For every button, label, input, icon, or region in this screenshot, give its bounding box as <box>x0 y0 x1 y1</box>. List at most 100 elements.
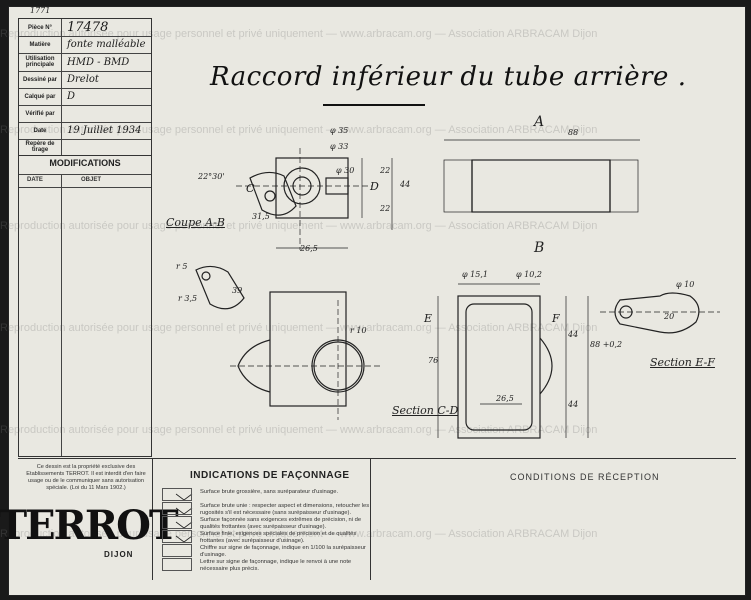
dim-d76: 76 <box>428 356 439 365</box>
drawn-by-value: Drelot <box>67 74 99 85</box>
titleblock-label: Dessiné par <box>19 71 62 88</box>
surface-symbol-icon <box>162 502 192 515</box>
dim-d33: φ 33 <box>330 142 349 151</box>
titleblock-label: Pièce N° <box>19 19 62 36</box>
titleblock-label: Date <box>19 122 62 139</box>
small-lug <box>195 265 245 310</box>
titleblock-row: Pièce N° 17478 <box>19 19 151 37</box>
dim-r5: r 5 <box>176 262 188 271</box>
watermark-line: Reproduction autorisée pour usage person… <box>0 28 598 40</box>
titleblock-label: Calqué par <box>19 88 62 105</box>
titleblock-label: Repère de tirage <box>19 139 62 155</box>
dim-d20: 20 <box>664 312 675 321</box>
indication-text: Surface brute grossière, sans suréparate… <box>200 489 339 495</box>
lug-hole <box>264 190 276 202</box>
col-objet: OBJET <box>81 177 102 183</box>
surface-symbol-icon <box>162 530 192 543</box>
dim-d882: 88 +0,2 <box>590 340 623 349</box>
view-front <box>195 265 380 420</box>
view-a <box>443 139 640 213</box>
indications-title: INDICATIONS DE FAÇONNAGE <box>190 470 350 481</box>
dim-d10: φ 10 <box>676 280 695 289</box>
view-a-outline <box>471 159 611 213</box>
label-view-b: B <box>534 240 545 256</box>
view-top-left <box>236 148 393 250</box>
section-ef <box>600 292 720 334</box>
dim-d22a: 22 <box>380 166 391 175</box>
indication-text: Lettre sur signe de façonnage, indique l… <box>200 559 352 572</box>
watermark-line: Reproduction autorisée pour usage person… <box>0 528 598 540</box>
titleblock-label: Matière <box>19 36 62 53</box>
traced-by-value: D <box>67 91 76 102</box>
titleblock-label: Utilisation principale <box>19 53 62 71</box>
logo-city: DIJON <box>104 550 134 559</box>
front-body <box>269 291 347 407</box>
label-f: F <box>552 312 560 325</box>
surface-symbol-icon <box>162 544 192 557</box>
dim-d44b: 44 <box>568 330 579 339</box>
dim-d102: φ 10,2 <box>516 270 542 279</box>
titleblock-row: Calqué par D <box>19 88 151 106</box>
indication-row: Lettre sur signe de façonnage, indique l… <box>162 558 372 572</box>
front-left-lug <box>237 339 271 393</box>
indication-row: Surface brute unie : respecter aspect et… <box>162 502 372 516</box>
col-date: DATE <box>27 177 43 183</box>
indication-text: Surface brute unie : respecter aspect et… <box>200 503 370 516</box>
dim-d44c: 44 <box>568 400 579 409</box>
indication-row: Surface brute grossière, sans suréparate… <box>162 488 372 502</box>
section-cd-inner <box>465 303 533 431</box>
dim-d15: φ 15,1 <box>462 270 488 279</box>
label-c: C <box>246 182 255 195</box>
indication-text: Surface finie, exigences spéciales de pr… <box>200 531 357 544</box>
view-a-ends <box>443 159 639 213</box>
titleblock-row: Repère de tirage <box>19 139 151 155</box>
lug-outline <box>249 171 297 216</box>
label-section-cd: Section C-D <box>392 404 459 417</box>
titleblock-label: Vérifié par <box>19 105 62 122</box>
modifications-header: DATE OBJET <box>19 174 151 188</box>
bottom-divider <box>370 458 371 580</box>
section-ef-outline <box>614 292 700 334</box>
label-d: D <box>370 180 379 193</box>
material-value: fonte malléable <box>67 39 146 50</box>
dim-r10: r 10 <box>350 326 367 335</box>
indication-row: Surface façonnée sans exigences extrêmes… <box>162 516 372 530</box>
dim-d315: 31,5 <box>252 212 270 221</box>
indication-text: Surface façonnée sans exigences extrêmes… <box>200 517 362 530</box>
section-cd-bulge <box>539 337 553 395</box>
modifications-title: MODIFICATIONS <box>49 158 121 168</box>
dim-r35: r 3,5 <box>178 294 198 303</box>
bottom-divider <box>152 458 153 580</box>
section-cd-outer <box>457 295 541 439</box>
dim-d35: φ 35 <box>330 126 349 135</box>
surface-symbol-icon <box>162 488 192 501</box>
titleblock-row: Dessiné par Drelot <box>19 71 151 89</box>
titleblock-row: Vérifié par <box>19 105 151 123</box>
label-section-ef: Section E-F <box>650 356 715 369</box>
surface-symbol-icon <box>162 558 192 571</box>
dim-d22b: 22 <box>380 204 391 213</box>
label-coupe: Coupe A-B <box>166 216 225 229</box>
logo-word: TERROT <box>0 501 179 549</box>
title-underline <box>323 104 425 106</box>
column-divider <box>61 174 62 456</box>
dim-d44a: 44 <box>400 180 411 189</box>
terrot-logo: TERROT DIJON <box>0 500 179 560</box>
small-lug-hole <box>201 271 211 281</box>
dim-d30: φ 30 <box>336 166 355 175</box>
label-e: E <box>424 312 433 325</box>
date-value: 19 Juillet 1934 <box>67 125 142 136</box>
watermark-line: Reproduction autorisée pour usage person… <box>0 322 598 334</box>
usage-value: HMD - BMD <box>67 56 130 68</box>
label-view-a: A <box>534 114 545 130</box>
legal-notice: Ce dessin est la propriété exclusive des… <box>26 464 146 491</box>
bottom-block <box>18 458 736 579</box>
titleblock-row: Utilisation principale HMD - BMD <box>19 53 151 72</box>
section-cd <box>437 283 589 439</box>
indication-text: Chiffre sur signe de façonnage, indique … <box>200 545 366 558</box>
titleblock-row: Matière fonte malléable <box>19 36 151 54</box>
watermark-line: Reproduction autorisée pour usage person… <box>0 424 598 436</box>
titleblock-row: Date 19 Juillet 1934 <box>19 122 151 140</box>
indication-row: Chiffre sur signe de façonnage, indique … <box>162 544 372 558</box>
